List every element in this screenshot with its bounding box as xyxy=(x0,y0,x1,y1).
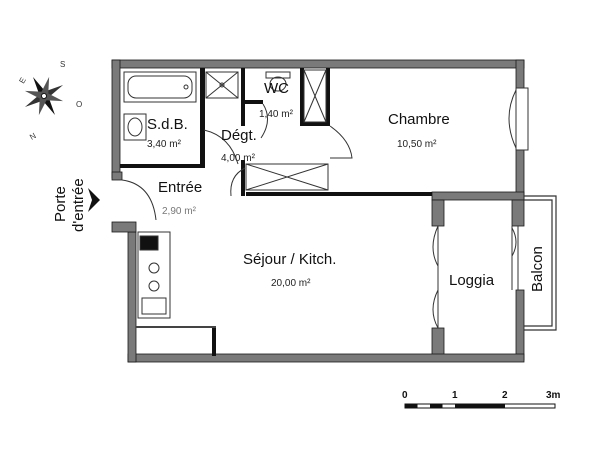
entrance-label-line1: Porte xyxy=(52,186,69,222)
bathtub xyxy=(123,71,197,103)
loggia-windows xyxy=(432,225,519,329)
sdb-area: 3,40 m² xyxy=(147,139,181,150)
closet-wc xyxy=(303,69,327,123)
entrance-arrow-icon xyxy=(88,188,100,212)
wc-bowl xyxy=(265,71,291,92)
compass-label-o: O xyxy=(76,100,83,109)
entrance-label-line2: d'entrée xyxy=(70,178,87,232)
chambre-window xyxy=(508,87,529,151)
chambre-area: 10,50 m² xyxy=(397,139,437,150)
sdb-label: S.d.B. xyxy=(147,116,188,133)
entree-label: Entrée xyxy=(158,179,203,196)
wc-area: 1,40 m² xyxy=(259,109,293,120)
compass-label-s: S xyxy=(60,60,66,69)
scale-label-2: 2 xyxy=(502,390,508,401)
bathroom-sink xyxy=(123,113,147,141)
entree-area: 2,90 m² xyxy=(162,206,196,217)
kitchen-counter xyxy=(137,231,171,319)
outer-walls xyxy=(111,59,525,363)
compass-rose-icon xyxy=(24,76,64,116)
interior-walls xyxy=(120,68,432,356)
degt-area: 4,00 m² xyxy=(221,153,255,164)
chambre-label: Chambre xyxy=(388,111,450,128)
wc-label: WC xyxy=(264,80,289,97)
balcony-outline xyxy=(524,195,557,331)
sejour-label: Séjour / Kitch. xyxy=(243,251,337,268)
degt-label: Dégt. xyxy=(221,127,257,144)
door-swings xyxy=(121,103,353,221)
closet-hall xyxy=(245,163,329,191)
sejour-area: 20,00 m² xyxy=(271,278,311,289)
balcon-label: Balcon xyxy=(529,246,546,292)
scale-label-0: 0 xyxy=(402,390,408,401)
loggia-label: Loggia xyxy=(449,272,495,289)
scale-label-1: 1 xyxy=(452,390,458,401)
scale-bar xyxy=(404,403,556,409)
scale-label-3m: 3m xyxy=(546,390,561,401)
shower-tray xyxy=(205,71,239,99)
